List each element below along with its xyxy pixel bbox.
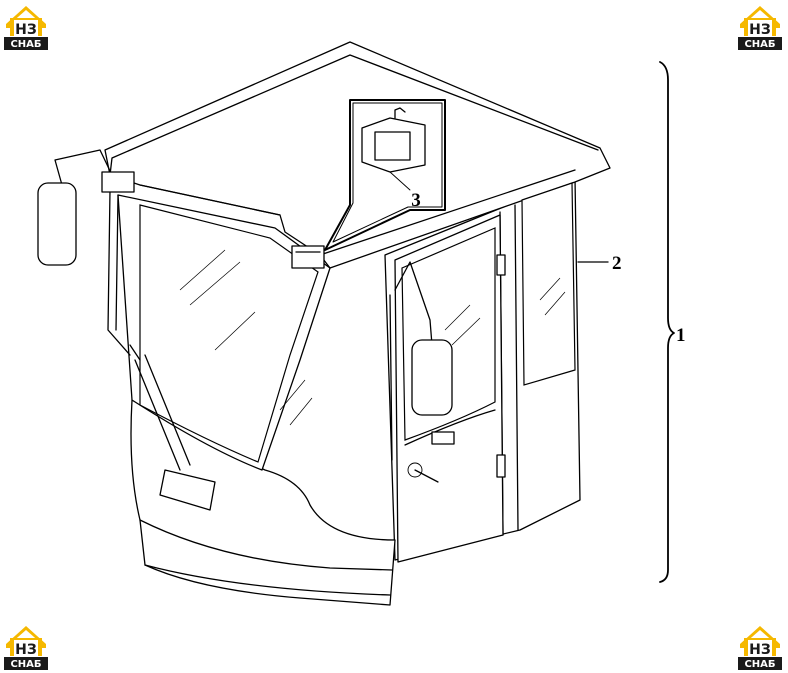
logo-lower-text: СНАБ — [10, 39, 41, 50]
callout-2-group: 2 — [577, 253, 622, 274]
logo-top-left: НЗ СНАБ — [4, 6, 48, 50]
callout-1-group: 1 — [659, 61, 686, 583]
work-light-detail: 3 — [324, 99, 446, 251]
logo-lower-text: СНАБ — [744, 659, 775, 670]
left-mirror — [37, 149, 135, 356]
callout-3: 3 — [411, 190, 421, 211]
callout-1: 1 — [676, 325, 686, 346]
logo-bottom-left: НЗ СНАБ — [4, 626, 48, 670]
logo-upper-text: НЗ — [749, 22, 771, 38]
logo-top-right: НЗ СНАБ — [738, 6, 782, 50]
logo-upper-text: НЗ — [15, 22, 37, 38]
side-rear-window — [521, 182, 576, 386]
right-mirror — [389, 261, 453, 461]
left-mirror-glass — [37, 182, 77, 266]
callout-2: 2 — [612, 253, 622, 274]
logo-bottom-right: НЗ СНАБ — [738, 626, 782, 670]
logo-upper-text: НЗ — [749, 642, 771, 658]
windshield-wiper — [129, 344, 216, 511]
logo-upper-text: НЗ — [15, 642, 37, 658]
roof-light-bracket — [291, 245, 325, 269]
logo-lower-text: СНАБ — [10, 659, 41, 670]
door-handle — [407, 462, 423, 478]
logo-lower-text: СНАБ — [744, 39, 775, 50]
right-mirror-glass — [411, 339, 453, 416]
cab-roof — [104, 41, 611, 269]
assembly-brace — [659, 61, 675, 583]
door-lock-plate — [431, 431, 455, 445]
windshield-glass — [139, 204, 319, 463]
